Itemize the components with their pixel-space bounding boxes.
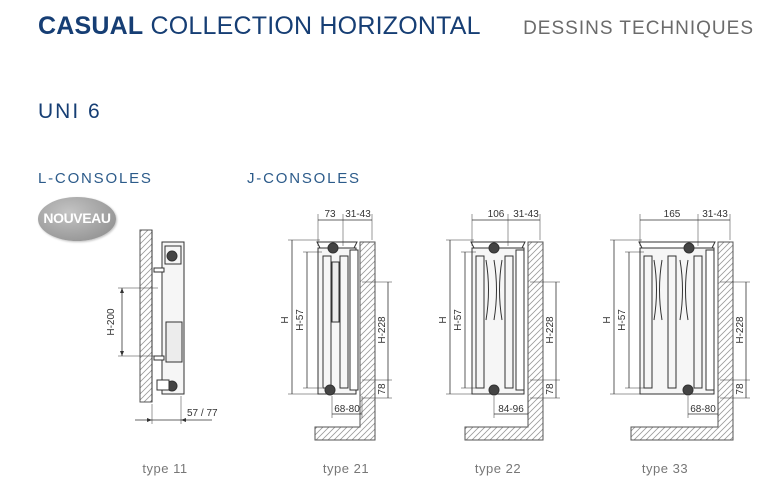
foot-block [156,379,170,391]
dim-h-57: H-57 [617,309,628,331]
page-title: CASUAL COLLECTION HORIZONTAL [38,12,481,41]
dim-bottom: 68-80 [690,404,716,415]
title-bold: CASUAL [38,12,144,40]
panel-rear [339,255,349,389]
drawing-type-33 [610,214,750,441]
new-badge-label: NOUVEAU [43,210,111,226]
wall-hatch [630,241,734,441]
top-valve-icon [166,250,178,262]
top-valve-icon [683,242,695,254]
dim-bottom: 68-80 [334,404,360,415]
dim-top-b: 31-43 [513,209,539,220]
dim-h: H [602,316,613,323]
drawing-type-21 [288,214,392,441]
dim-h: H [280,316,291,323]
drawing-type-22 [446,214,560,441]
bottom-valve-icon [324,384,336,396]
dim-top-a: 165 [664,209,681,220]
caption-type-22: type 22 [474,461,522,476]
dim-top-b: 31-43 [345,209,371,220]
panel-front [475,255,485,389]
section-l-consoles: L-CONSOLES [38,170,153,187]
bottom-valve-icon [682,384,694,396]
wall-hatch [139,229,153,403]
wall-hatch [464,241,544,441]
new-badge: NOUVEAU [38,197,116,241]
top-valve-icon [488,242,500,254]
drawing-type-11 [118,229,212,424]
dim-78: 78 [377,383,388,395]
dim-h: H [438,316,449,323]
dim-57-77: 57 / 77 [187,408,218,419]
wall-hatch [314,241,376,441]
dim-h-228: H-228 [377,316,388,344]
dim-h-57: H-57 [453,309,464,331]
dim-78: 78 [545,383,556,395]
bottom-valve-icon [488,384,500,396]
j-console [515,249,525,391]
radiator-panel [161,241,185,395]
dim-top-a: 73 [324,209,336,220]
model-name: UNI 6 [38,100,102,123]
convector-fins [653,259,689,321]
top-bracket [164,245,182,265]
dim-h-228: H-228 [735,316,746,344]
l-console-bottom [153,355,165,361]
title-rest: COLLECTION HORIZONTAL [150,12,481,40]
caption-type-21: type 21 [322,461,370,476]
dim-h-57: H-57 [295,309,306,331]
caption-type-11: type 11 [142,461,188,476]
page-subtitle: DESSINS TECHNIQUES [523,18,754,39]
l-console-top [153,267,165,273]
dim-bottom: 84-96 [498,404,524,415]
dim-h-228: H-228 [545,316,556,344]
panel-middle [667,255,677,389]
panel-rear [504,255,514,389]
panel-front [643,255,653,389]
convector-fins [485,259,503,321]
dim-top-a: 106 [488,209,505,220]
convector [331,261,340,323]
dim-h-200: H-200 [106,308,117,336]
top-valve-icon [327,242,339,254]
top-grille [638,241,716,249]
j-console [705,249,715,391]
caption-type-33: type 33 [641,461,689,476]
dim-top-b: 31-43 [702,209,728,220]
dim-78: 78 [735,383,746,395]
panel-rear [693,255,703,389]
convector [165,321,183,363]
section-j-consoles: J-CONSOLES [247,170,361,187]
radiator-body [639,247,715,395]
j-console [349,249,359,391]
